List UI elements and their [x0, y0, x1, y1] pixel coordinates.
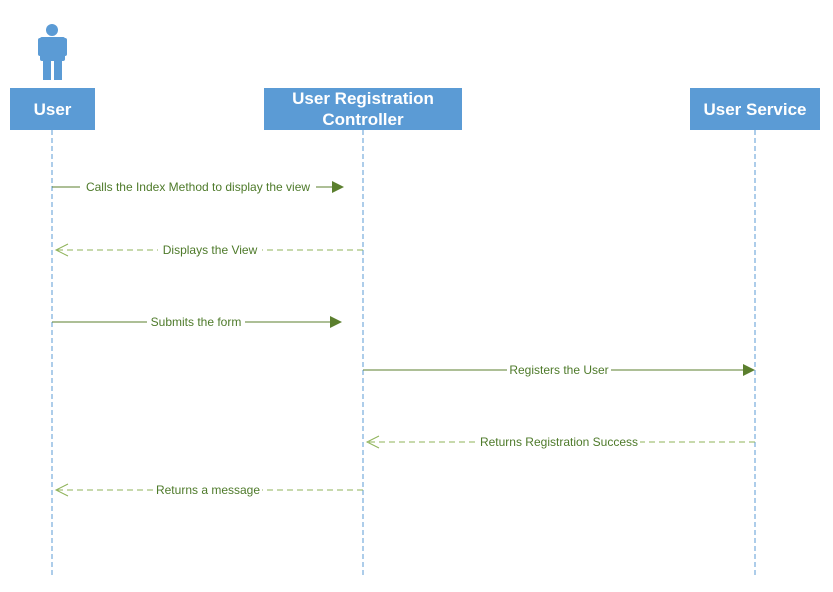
- message-label: Calls the Index Method to display the vi…: [86, 180, 310, 194]
- lifeline-header-controller: User Registration Controller: [264, 88, 462, 130]
- return-message-arrow: Returns a message: [54, 482, 363, 498]
- lifeline-label-line2: Controller: [322, 110, 404, 129]
- lifeline-label-line1: User Registration: [292, 89, 434, 108]
- lifeline-header-user: User: [10, 88, 95, 130]
- message-label: Submits the form: [151, 315, 242, 329]
- message-label: Returns Registration Success: [480, 435, 638, 449]
- message-arrow: Registers the User: [363, 362, 755, 378]
- message-arrow: Calls the Index Method to display the vi…: [52, 179, 344, 195]
- lifeline-label: User: [33, 99, 72, 119]
- person-icon: [38, 24, 67, 80]
- lifeline-header-service: User Service: [690, 88, 820, 130]
- lifeline-label: User Service: [703, 99, 807, 119]
- message-label: Returns a message: [156, 483, 260, 497]
- message-arrow: Submits the form: [52, 314, 342, 330]
- message-label: Displays the View: [163, 243, 258, 257]
- return-message-arrow: Returns Registration Success: [365, 434, 755, 450]
- return-message-arrow: Displays the View: [54, 242, 363, 258]
- message-label: Registers the User: [509, 363, 608, 377]
